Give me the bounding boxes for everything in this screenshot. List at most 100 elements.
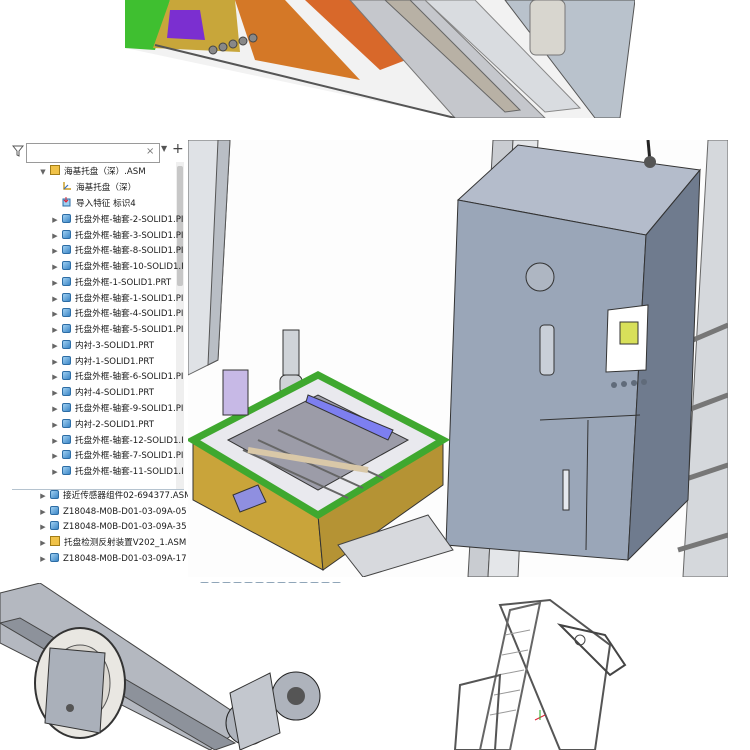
- tree-item-label: 托盘检测反射装置V202_1.ASM: [64, 538, 187, 548]
- chevron-right-icon[interactable]: ▶: [52, 373, 58, 381]
- part-icon: [62, 340, 71, 349]
- chevron-down-icon[interactable]: ▼: [161, 144, 168, 153]
- tree-item[interactable]: 导入特征 标识4: [50, 197, 136, 212]
- part-icon: [62, 261, 71, 270]
- tree-item-label: 内衬-2-SOLID1.PRT: [75, 420, 154, 430]
- tree-item-label: 托盘外框-轴套-10-SOLID1.I: [75, 262, 184, 272]
- chevron-right-icon[interactable]: ▶: [52, 358, 58, 366]
- chevron-right-icon[interactable]: ▶: [52, 421, 58, 429]
- chevron-right-icon[interactable]: ▶: [52, 405, 58, 413]
- import-feature-icon: [62, 197, 72, 207]
- scrollbar-track[interactable]: [176, 162, 184, 490]
- tree-item-label: 内衬-3-SOLID1.PRT: [75, 341, 154, 351]
- tree-item[interactable]: ▶ 托盘外框-轴套-8-SOLID1.PI: [50, 244, 183, 259]
- chevron-right-icon[interactable]: ▶: [52, 216, 58, 224]
- tree-item[interactable]: ▶ 托盘外框-轴套-1-SOLID1.PI: [50, 292, 183, 307]
- tree-item[interactable]: ▶ 托盘外框-轴套-7-SOLID1.PI: [50, 449, 183, 464]
- chevron-right-icon[interactable]: ▶: [52, 437, 58, 445]
- tree-item-label: Z18048-M0B-D01-03-09A-35: [63, 522, 187, 532]
- tree-item-label: 托盘外框-轴套-5-SOLID1.PI: [75, 325, 184, 335]
- tree-item-label: 托盘外框-轴套-2-SOLID1.PI: [75, 215, 184, 225]
- part-icon: [62, 371, 71, 380]
- tree-item-label: 海基托盘（深）.ASM: [64, 167, 146, 177]
- search-input[interactable]: [26, 143, 160, 163]
- tree-item-label: 导入特征 标识4: [76, 199, 136, 209]
- tree-item-label: 托盘外框-轴套-7-SOLID1.PI: [75, 451, 184, 461]
- tree-item-label: 海基托盘（深）: [76, 183, 137, 193]
- top-render-image: [125, 0, 635, 118]
- bottom-right-render-image: [440, 595, 640, 750]
- chevron-right-icon[interactable]: ▶: [52, 310, 58, 318]
- chevron-right-icon[interactable]: ▶: [40, 555, 46, 563]
- chevron-right-icon[interactable]: ▶: [52, 232, 58, 240]
- chevron-right-icon[interactable]: ▶: [52, 247, 58, 255]
- tree-item-label: 托盘外框-1-SOLID1.PRT: [75, 278, 172, 288]
- tree-item[interactable]: ▶Z18048-M0B-D01-03-09A-05: [38, 505, 187, 520]
- tree-item-label: Z18048-M0B-D01-03-09A-17: [63, 554, 187, 564]
- tree-item[interactable]: ▶ 托盘外框-轴套-4-SOLID1.PI: [50, 307, 183, 322]
- tree-item[interactable]: ▶ 托盘外框-轴套-3-SOLID1.PI: [50, 229, 183, 244]
- tree-item-label: 托盘外框-轴套-8-SOLID1.PI: [75, 246, 184, 256]
- tree-item-label: 托盘外框-轴套-4-SOLID1.PI: [75, 309, 184, 319]
- part-icon: [62, 356, 71, 365]
- part-icon: [62, 435, 71, 444]
- 3d-viewport[interactable]: [188, 140, 728, 577]
- tree-item[interactable]: ▶接近传感器组件02-694377.ASM: [38, 489, 188, 504]
- chevron-right-icon[interactable]: ▶: [52, 342, 58, 350]
- divider: [12, 489, 184, 490]
- tree-item-label: 托盘外框-轴套-3-SOLID1.PI: [75, 231, 184, 241]
- chevron-right-icon[interactable]: ▶: [52, 326, 58, 334]
- tree-item[interactable]: ▶ 托盘外框-轴套-12-SOLID1.I: [50, 434, 184, 449]
- tree-item-label: 内衬-4-SOLID1.PRT: [75, 388, 154, 398]
- close-icon[interactable]: ×: [146, 146, 155, 157]
- chevron-right-icon[interactable]: ▶: [52, 279, 58, 287]
- tree-item[interactable]: ▶ 内衬-2-SOLID1.PRT: [50, 418, 154, 433]
- tree-item-label: 托盘外框-轴套-12-SOLID1.I: [75, 436, 184, 446]
- part-icon: [50, 506, 59, 515]
- part-icon: [50, 490, 59, 499]
- chevron-right-icon[interactable]: ▶: [40, 539, 46, 547]
- chevron-right-icon[interactable]: ▶: [52, 452, 58, 460]
- tree-item[interactable]: ▶托盘外框-轴套-6-SOLID1.PI: [50, 370, 183, 385]
- part-icon: [62, 277, 71, 286]
- tree-item[interactable]: ▼ 海基托盘（深）.ASM: [38, 165, 146, 180]
- tree-item[interactable]: ▶ 托盘外框-轴套-10-SOLID1.I: [50, 260, 184, 275]
- tree-item[interactable]: ▶ 托盘外框-轴套-5-SOLID1.PI: [50, 323, 183, 338]
- filter-icon[interactable]: [12, 145, 24, 157]
- tree-item-label: 托盘外框-轴套-9-SOLID1.PI: [75, 404, 184, 414]
- tree-item[interactable]: ▶ 托盘检测反射装置V202_1.ASM: [38, 536, 186, 551]
- chevron-right-icon[interactable]: ▶: [40, 523, 46, 531]
- tree-item-label: 托盘外框-轴套-11-SOLID1.I: [75, 467, 184, 477]
- part-icon: [50, 553, 59, 562]
- part-icon: [62, 308, 71, 317]
- chevron-right-icon[interactable]: ▶: [40, 492, 46, 500]
- chevron-right-icon[interactable]: ▶: [52, 263, 58, 271]
- part-icon: [62, 450, 71, 459]
- scrollbar-thumb[interactable]: [177, 166, 183, 286]
- part-icon: [62, 466, 71, 475]
- plus-icon[interactable]: +: [172, 141, 184, 157]
- chevron-down-icon[interactable]: ▼: [40, 168, 46, 176]
- tree-item-label: 内衬-1-SOLID1.PRT: [75, 357, 154, 367]
- tree-item[interactable]: ▶ Z18048-M0B-D01-03-09A-35: [38, 520, 187, 535]
- chevron-right-icon[interactable]: ▶: [40, 508, 46, 516]
- tree-item[interactable]: ▶ 托盘外框-轴套-2-SOLID1.PI: [50, 213, 183, 228]
- tree-item[interactable]: ▶ 内衬-1-SOLID1.PRT: [50, 355, 154, 370]
- chevron-right-icon[interactable]: ▶: [52, 295, 58, 303]
- tree-item[interactable]: 海基托盘（深）: [50, 181, 136, 196]
- tree-item[interactable]: ▶ 内衬-3-SOLID1.PRT: [50, 339, 154, 354]
- part-icon: [62, 293, 71, 302]
- tree-item[interactable]: ▶ 托盘外框-轴套-9-SOLID1.PI: [50, 402, 183, 417]
- tree-item[interactable]: ▶ Z18048-M0B-D01-03-09A-17: [38, 552, 187, 567]
- tree-item-label: 托盘外框-轴套-1-SOLID1.PI: [75, 294, 184, 304]
- tree-item[interactable]: ▶ 内衬-4-SOLID1.PRT: [50, 386, 154, 401]
- coordinate-system-icon: [62, 181, 72, 191]
- part-icon: [62, 324, 71, 333]
- tree-item[interactable]: ▶ 托盘外框-轴套-11-SOLID1.I: [50, 465, 184, 480]
- chevron-right-icon[interactable]: ▶: [52, 389, 58, 397]
- assembly-icon: [50, 165, 60, 175]
- chevron-right-icon[interactable]: ▶: [52, 468, 58, 476]
- tree-item[interactable]: ▶ 托盘外框-1-SOLID1.PRT: [50, 276, 171, 291]
